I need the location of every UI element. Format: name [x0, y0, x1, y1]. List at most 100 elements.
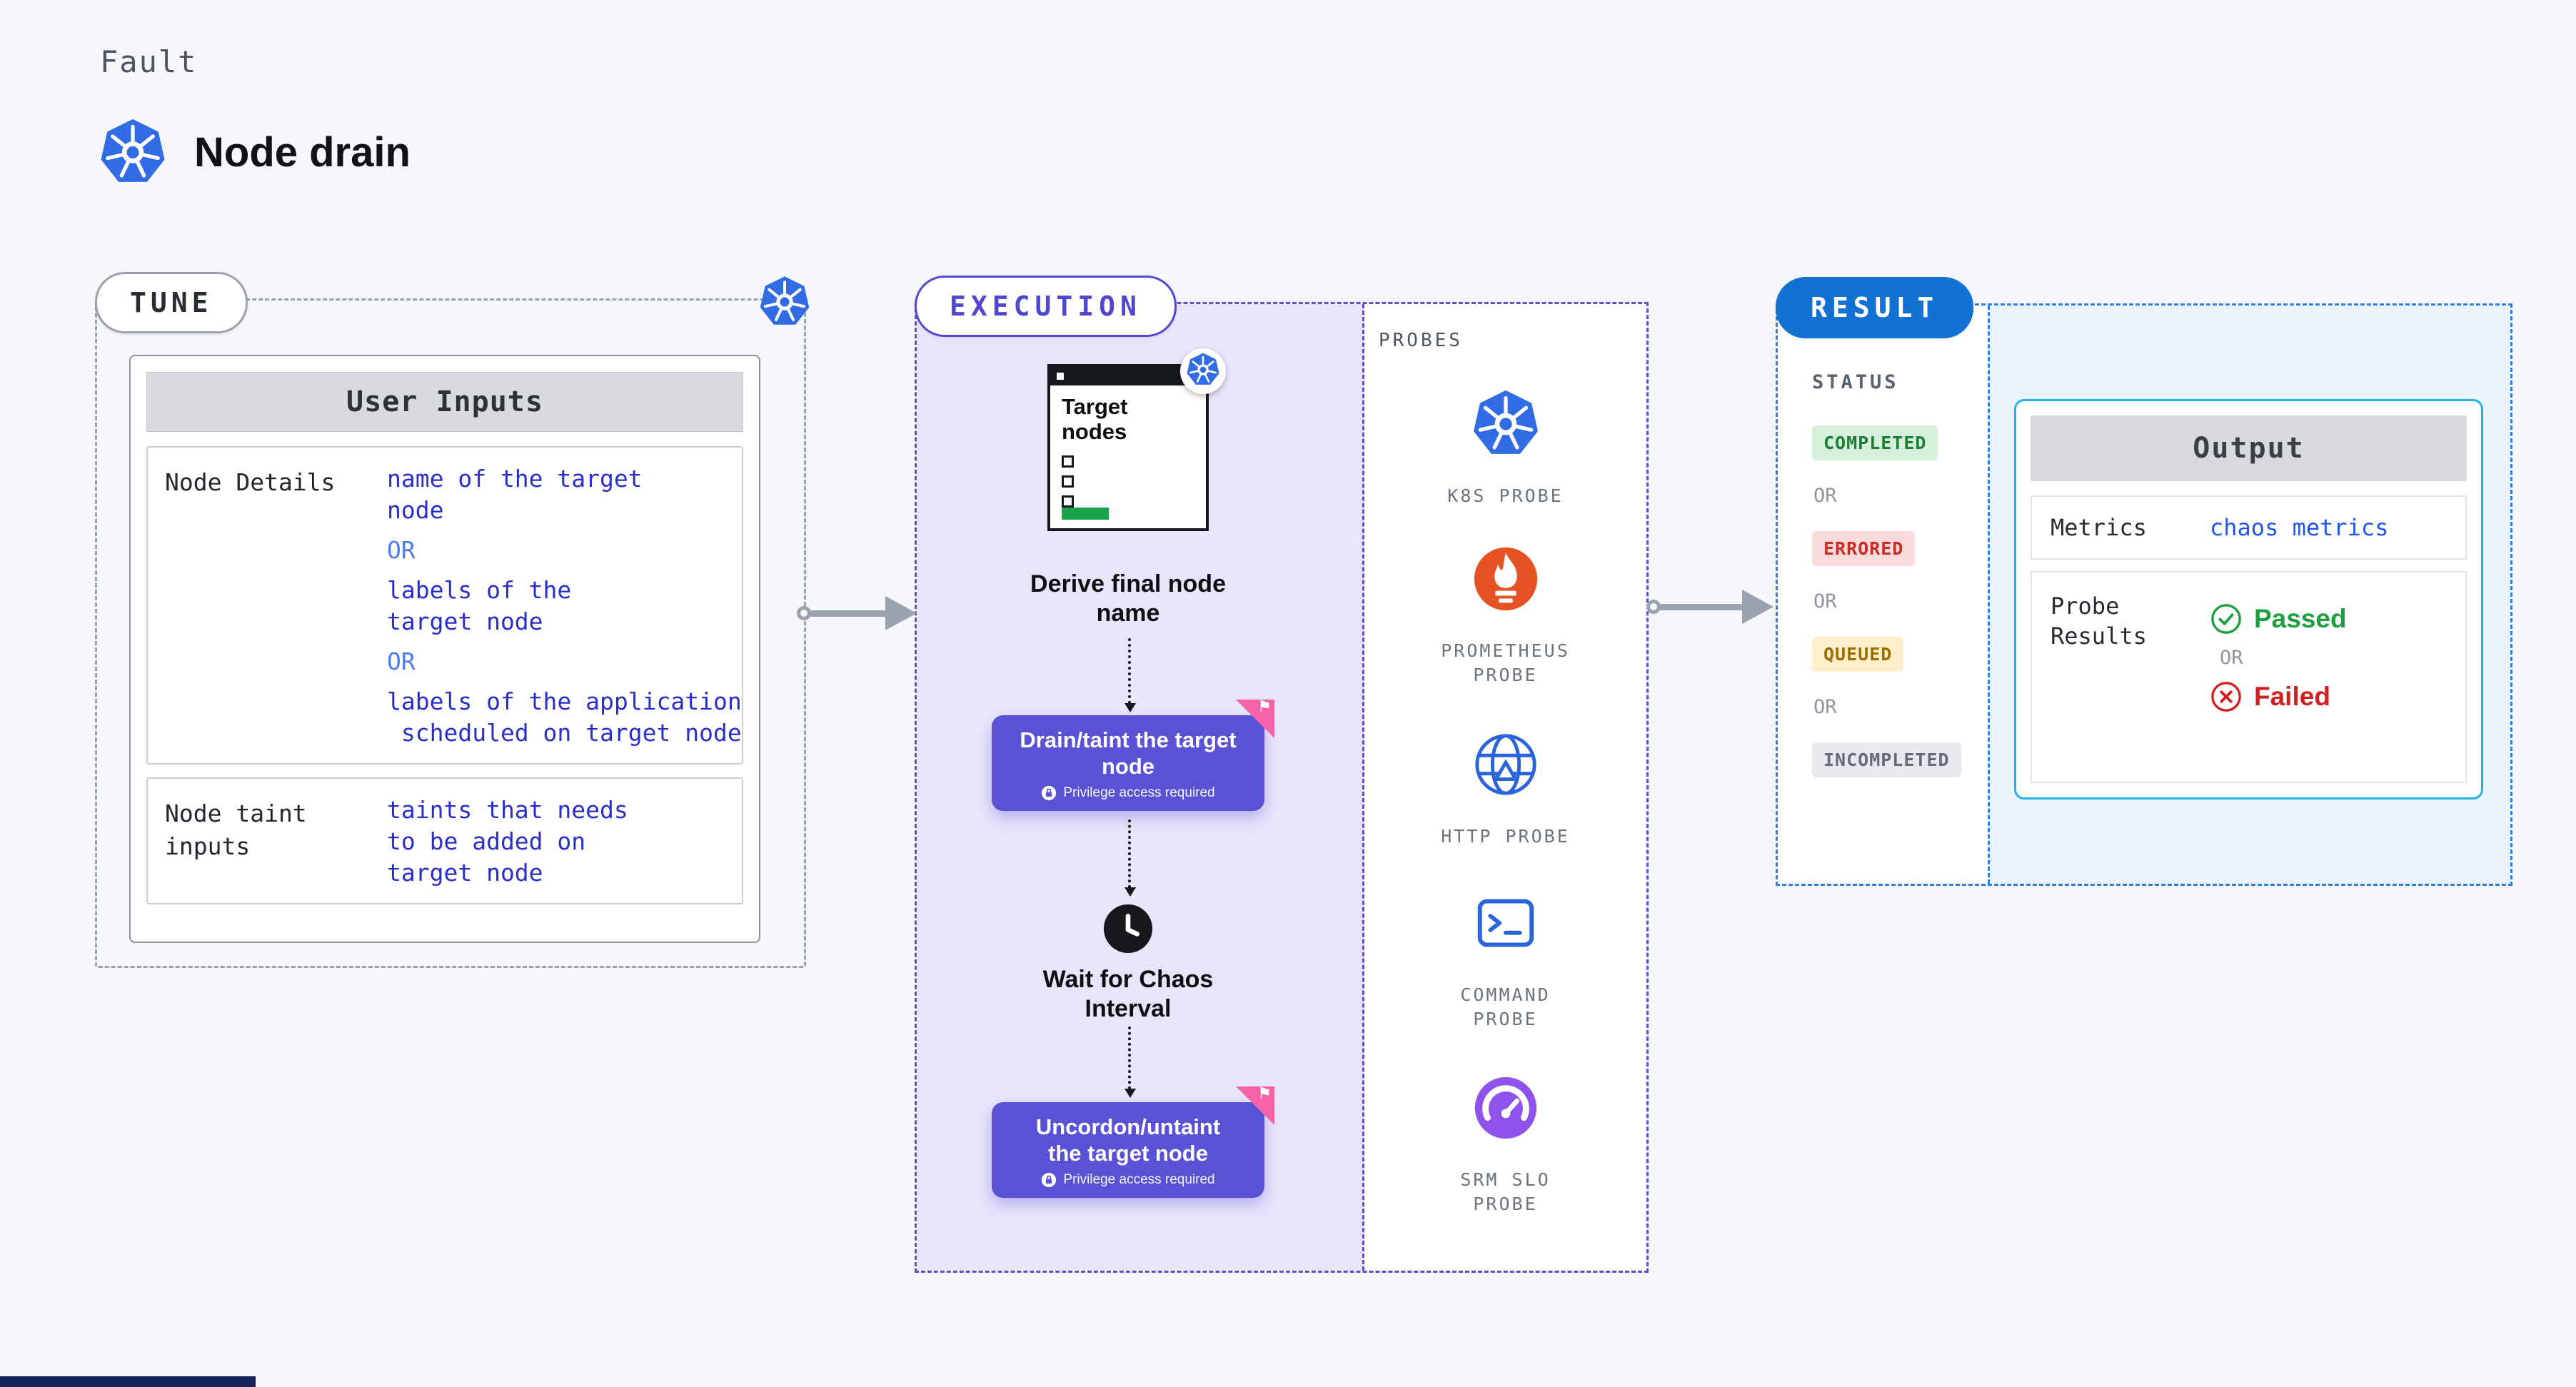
arrow-origin-dot: [1646, 600, 1661, 614]
input-value-line: taints that needs: [387, 796, 628, 824]
target-card-title: Target nodes: [1062, 394, 1128, 444]
user-inputs-panel: User Inputs Node Details name of the targ…: [129, 355, 760, 943]
kubernetes-icon: [1186, 352, 1220, 391]
privilege-note-label: Privilege access required: [1063, 785, 1215, 800]
checkbox-icon: [1062, 455, 1074, 468]
status-badge-incompleted: INCOMPLETED: [1812, 742, 1961, 777]
probes-title: PROBES: [1379, 330, 1463, 351]
wait-interval-caption: Wait for Chaos Interval: [1042, 966, 1214, 1022]
input-value-line: labels of the: [387, 576, 572, 604]
probe-item: K8S PROBE: [1364, 388, 1646, 508]
tune-pill: TUNE: [95, 272, 248, 333]
flow-arrow-execution-to-result: [1646, 590, 1773, 624]
prometheus-probe-icon: [1471, 543, 1541, 615]
probe-item: PROMETHEUS PROBE: [1364, 543, 1646, 687]
command-probe-icon: [1471, 887, 1541, 959]
probe-results-label: Probe Results: [2051, 592, 2147, 650]
fault-kicker: Fault: [100, 44, 198, 79]
http-probe-icon: [1471, 729, 1541, 800]
or-separator: OR: [1813, 485, 1837, 507]
status-list: COMPLETED OR ERRORED OR QUEUED OR INCOMPLETED: [1812, 425, 1961, 802]
status-badge-errored: ERRORED: [1812, 531, 1916, 566]
privilege-note: Privilege access required: [999, 1172, 1257, 1188]
passed-check-icon: [2210, 602, 2243, 635]
privilege-note-label: Privilege access required: [1063, 1172, 1215, 1187]
input-value-line: name of the target: [387, 465, 643, 493]
input-value-line: scheduled on target node: [387, 719, 742, 747]
derive-node-caption: Derive final node name: [1030, 570, 1226, 627]
probe-item: HTTP PROBE: [1364, 729, 1646, 849]
lock-icon: [1041, 1172, 1057, 1188]
probe-item: SRM SLO PROBE: [1364, 1072, 1646, 1216]
target-card-checkboxes: [1062, 455, 1074, 508]
drain-taint-action: ⚑ Drain/taint the target node Privilege …: [992, 700, 1274, 811]
or-separator: OR: [1813, 696, 1837, 718]
execution-section: EXECUTION Target nodes: [915, 276, 1649, 1273]
arrow-shaft: [1659, 603, 1742, 610]
target-card-progress-bar: [1062, 508, 1109, 520]
k8s-probe-icon: [1471, 388, 1541, 460]
failed-cross-icon: [2210, 680, 2243, 713]
flow-arrow-tune-to-execution: [797, 596, 917, 630]
execution-flow: Target nodes Derive final node name: [917, 304, 1364, 1271]
failed-label: Failed: [2254, 682, 2330, 711]
tune-section: TUNE User Inputs Node Details name of the…: [95, 272, 810, 968]
output-title: Output: [2031, 415, 2467, 481]
execution-pill: EXECUTION: [915, 276, 1177, 337]
checkbox-icon: [1062, 475, 1074, 488]
kubernetes-badge-icon: [1180, 348, 1226, 394]
passed-label: Passed: [2254, 604, 2347, 633]
uncordon-untaint-action: ⚑ Uncordon/untaint the target node Privi…: [992, 1086, 1274, 1198]
privilege-note: Privilege access required: [999, 785, 1257, 801]
arrow-head: [1742, 590, 1773, 624]
probe-label: PROMETHEUS PROBE: [1441, 640, 1570, 685]
output-area: Output Metrics chaos metrics Probe Resul…: [1990, 306, 2510, 884]
titlebar-dot: [1057, 373, 1064, 380]
status-badge-completed: COMPLETED: [1812, 425, 1938, 460]
target-nodes-card: Target nodes: [1047, 348, 1226, 531]
probe-item: COMMAND PROBE: [1364, 887, 1646, 1032]
failed-result: Failed: [2210, 680, 2347, 713]
kubernetes-logo-icon: [99, 117, 167, 188]
action-title: Uncordon/untaint the target node: [1035, 1114, 1221, 1166]
user-inputs-title: User Inputs: [146, 372, 743, 432]
metrics-label: Metrics: [2051, 514, 2147, 541]
flow-connector-2: [1125, 819, 1136, 897]
probes-panel: PROBES K8S PROBE PROMETHEUS PROBE HTTP P…: [1364, 304, 1646, 1271]
input-value-line: OR: [387, 647, 416, 675]
probe-results-values: Passed OR Failed: [2210, 591, 2347, 713]
passed-result: Passed: [2210, 602, 2347, 635]
probe-label: COMMAND PROBE: [1460, 984, 1551, 1029]
input-row-label: Node Details: [165, 468, 336, 496]
metrics-row: Metrics chaos metrics: [2031, 495, 2467, 560]
fault-title: Node drain: [194, 129, 411, 176]
action-title: Drain/taint the target node: [1020, 727, 1237, 779]
probe-results-row: Probe Results Passed OR Failed: [2031, 571, 2467, 783]
or-separator: OR: [2220, 647, 2243, 669]
input-value-line: target node: [387, 859, 543, 887]
arrow-origin-dot: [797, 606, 811, 620]
flow-connector-1: [1125, 638, 1136, 712]
arrow-shaft: [810, 610, 885, 617]
arrow-head: [885, 596, 917, 630]
output-box: Output Metrics chaos metrics Probe Resul…: [2014, 399, 2483, 800]
srm-probe-icon: [1471, 1072, 1541, 1144]
flow-connector-3: [1125, 1027, 1136, 1098]
metrics-value: chaos metrics: [2210, 514, 2389, 541]
input-value-line: labels of the application: [387, 687, 742, 715]
lock-icon: [1041, 785, 1057, 801]
page-title: Node drain: [99, 117, 411, 188]
status-badge-queued: QUEUED: [1812, 637, 1904, 672]
bottom-edge-artifact: [0, 1376, 256, 1387]
input-value-line: node: [387, 496, 444, 524]
input-value-line: target node: [387, 607, 543, 635]
or-separator: OR: [1813, 590, 1837, 612]
probe-label: HTTP PROBE: [1441, 826, 1570, 847]
